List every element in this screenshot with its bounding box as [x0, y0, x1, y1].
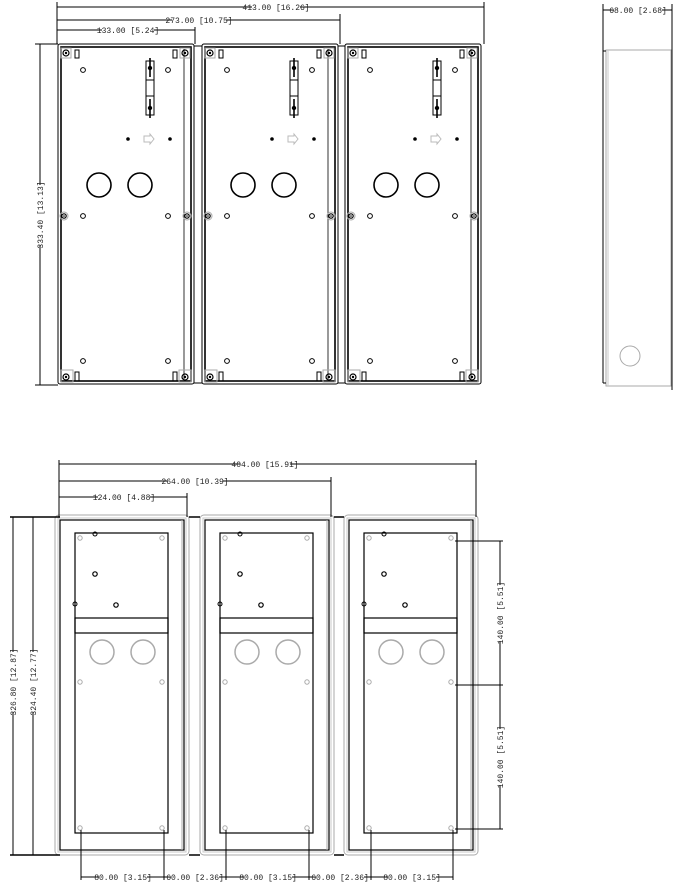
top-view [35, 2, 485, 386]
dim-spacing-1: 80.00 [3.15] [94, 874, 152, 883]
dim-width-124: 124.00 [4.88] [93, 494, 155, 503]
dim-spacing-2: 60.00 [2.36] [166, 874, 224, 883]
dim-width-133: 133.00 [5.24] [97, 27, 159, 36]
dim-width-413: 413.00 [16.26] [242, 4, 309, 13]
dim-width-404: 404.00 [15.91] [231, 461, 298, 470]
dim-vertical-spacing-2: 140.00 [5.51] [497, 726, 506, 788]
dim-vertical-spacing-1: 140.00 [5.51] [497, 582, 506, 644]
top-module-3 [344, 43, 482, 385]
dim-spacing-5: 80.00 [3.15] [383, 874, 441, 883]
dim-height-324-4: 324.40 [12.77] [30, 648, 39, 715]
bottom-module-2 [199, 514, 335, 856]
top-module-2 [201, 43, 339, 385]
dim-height-333: 333.40 [13.13] [37, 181, 46, 248]
dim-width-264: 264.00 [10.39] [161, 478, 228, 487]
dim-spacing-3: 80.00 [3.15] [239, 874, 297, 883]
dim-depth-68: 68.00 [2.68] [609, 7, 667, 16]
dim-spacing-4: 60.00 [2.36] [311, 874, 369, 883]
bottom-module-1 [54, 514, 190, 856]
side-view [602, 4, 673, 390]
bottom-view [10, 460, 503, 880]
dim-width-273: 273.00 [10.75] [165, 17, 232, 26]
top-module-1 [57, 43, 195, 385]
dim-height-326-8: 326.80 [12.87] [10, 648, 19, 715]
